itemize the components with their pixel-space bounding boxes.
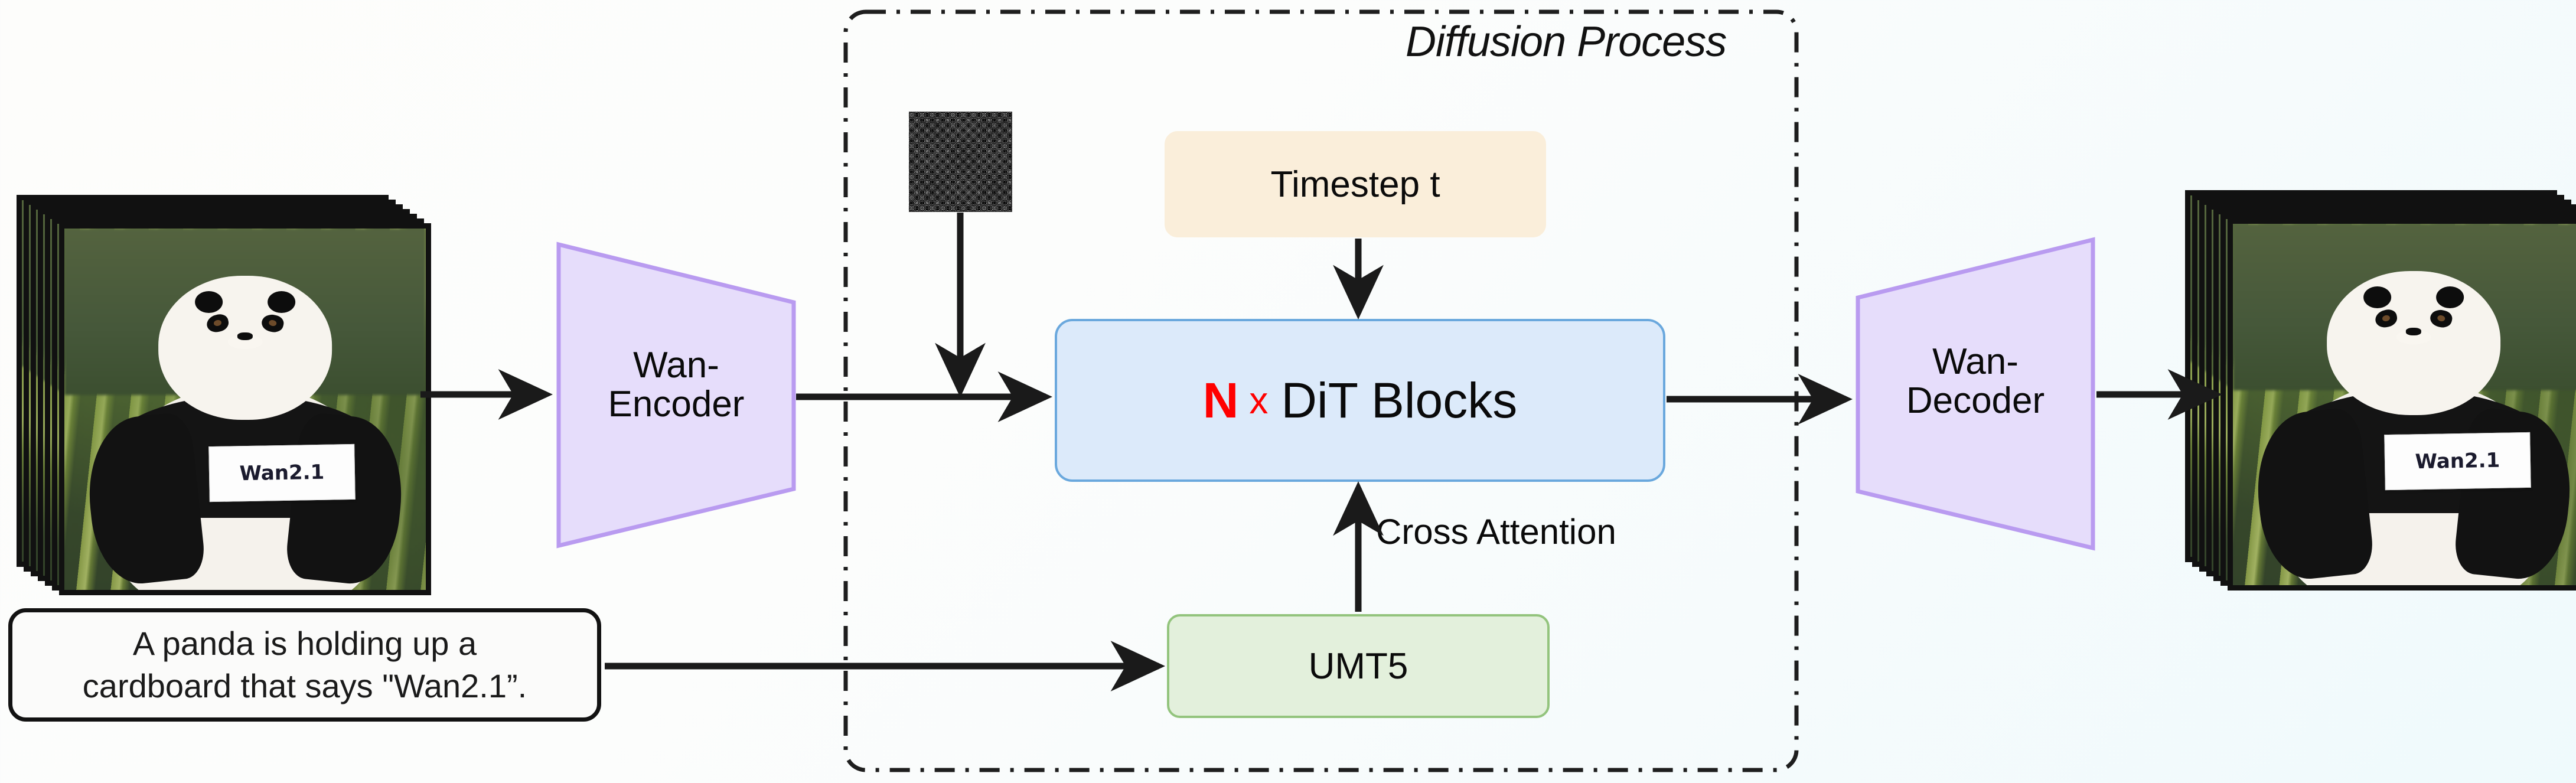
cardboard-sign-text: Wan2.1 bbox=[239, 460, 325, 486]
dit-blocks-count: N bbox=[1202, 372, 1239, 428]
cross-attention-label: Cross Attention bbox=[1376, 512, 1616, 552]
dit-blocks-label: DiT Blocks bbox=[1281, 372, 1518, 428]
noise-latent-icon bbox=[909, 112, 1012, 212]
timestep-block[interactable]: Timestep t bbox=[1165, 131, 1546, 237]
wan-decoder-label-line1: Wan- bbox=[1932, 341, 2019, 382]
wan-encoder-label-line1: Wan- bbox=[633, 345, 719, 386]
text-prompt-box[interactable]: A panda is holding up a cardboard that s… bbox=[8, 608, 601, 722]
dit-blocks-block[interactable]: N x DiT Blocks bbox=[1055, 319, 1665, 482]
dit-blocks-times: x bbox=[1249, 379, 1269, 422]
cardboard-sign-text: Wan2.1 bbox=[2415, 448, 2500, 474]
cardboard-sign: Wan2.1 bbox=[2384, 432, 2531, 490]
panda-head bbox=[2327, 270, 2500, 416]
panda-head bbox=[158, 275, 332, 420]
diffusion-region-title: Diffusion Process bbox=[1406, 18, 1727, 66]
wan-encoder-label: Wan- Encoder bbox=[555, 346, 797, 423]
text-prompt-line1: A panda is holding up a bbox=[132, 625, 477, 663]
wan-encoder-label-line2: Encoder bbox=[608, 383, 745, 425]
input-video-stack: Wan2.1 bbox=[17, 195, 431, 595]
text-prompt-line2: cardboard that says "Wan2.1”. bbox=[82, 667, 527, 704]
wan-decoder-label: Wan- Decoder bbox=[1854, 342, 2096, 420]
timestep-label: Timestep t bbox=[1270, 164, 1440, 205]
wan-encoder-block[interactable]: Wan- Encoder bbox=[555, 241, 797, 549]
output-video-stack: Wan2.1 bbox=[2185, 190, 2576, 592]
umt5-label: UMT5 bbox=[1308, 645, 1408, 687]
video-frame-front: Wan2.1 bbox=[2228, 218, 2576, 590]
wan-decoder-block[interactable]: Wan- Decoder bbox=[1854, 236, 2096, 552]
cardboard-sign: Wan2.1 bbox=[208, 444, 356, 503]
umt5-block[interactable]: UMT5 bbox=[1167, 614, 1550, 718]
wan-decoder-label-line2: Decoder bbox=[1906, 380, 2045, 421]
video-frame-front: Wan2.1 bbox=[59, 223, 431, 595]
